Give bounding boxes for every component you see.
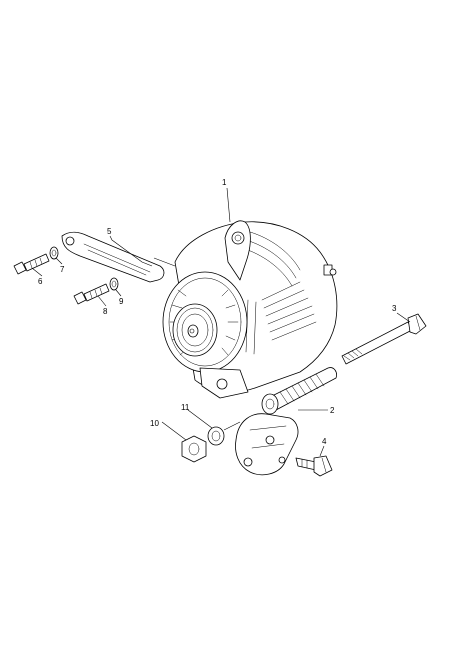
nut-10 — [181, 435, 207, 463]
callout-10: 10 — [150, 419, 159, 428]
alternator — [162, 220, 338, 399]
washer-11 — [207, 426, 225, 446]
callout-9: 9 — [119, 297, 124, 306]
adjusting-strap — [61, 231, 165, 283]
callout-3: 3 — [392, 304, 397, 313]
callout-5: 5 — [107, 227, 112, 236]
callout-8: 8 — [103, 307, 108, 316]
bolt-8 — [73, 283, 110, 305]
callout-4: 4 — [322, 437, 327, 446]
callout-2: 2 — [330, 406, 335, 415]
bolt-6 — [13, 253, 50, 275]
leader-lines — [31, 187, 411, 457]
callout-11: 11 — [181, 403, 190, 412]
long-bolt-3 — [341, 313, 427, 365]
callout-6: 6 — [38, 277, 43, 286]
callout-1: 1 — [222, 178, 227, 187]
callout-7: 7 — [60, 265, 65, 274]
callout-labels: 1 2 3 4 5 6 7 8 9 10 11 — [38, 178, 397, 446]
bolt-4 — [295, 455, 333, 477]
washer-9 — [109, 277, 119, 291]
mounting-bracket — [235, 367, 337, 476]
washer-7 — [49, 246, 59, 260]
